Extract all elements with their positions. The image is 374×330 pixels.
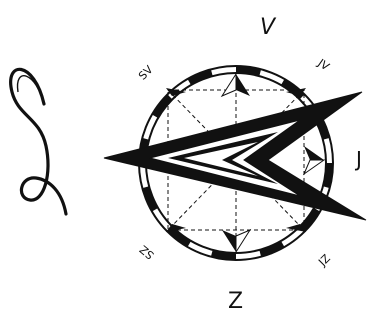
direction-southwest-label: SZ — [137, 242, 157, 262]
direction-east-label: J — [354, 147, 362, 171]
direction-north-label: V — [260, 15, 277, 40]
ring-segment — [236, 70, 260, 73]
direction-northwest-label: SV — [136, 63, 156, 83]
calligraphic-s-logo — [11, 69, 66, 214]
ring-segment — [170, 229, 189, 244]
ring-segment — [302, 210, 317, 229]
ring-segment — [212, 253, 236, 256]
direction-northeast-label: JV — [315, 56, 332, 74]
direction-southeast-label: JZ — [315, 251, 333, 269]
direction-south-label: Z — [228, 289, 243, 314]
ring-segment — [326, 163, 329, 187]
